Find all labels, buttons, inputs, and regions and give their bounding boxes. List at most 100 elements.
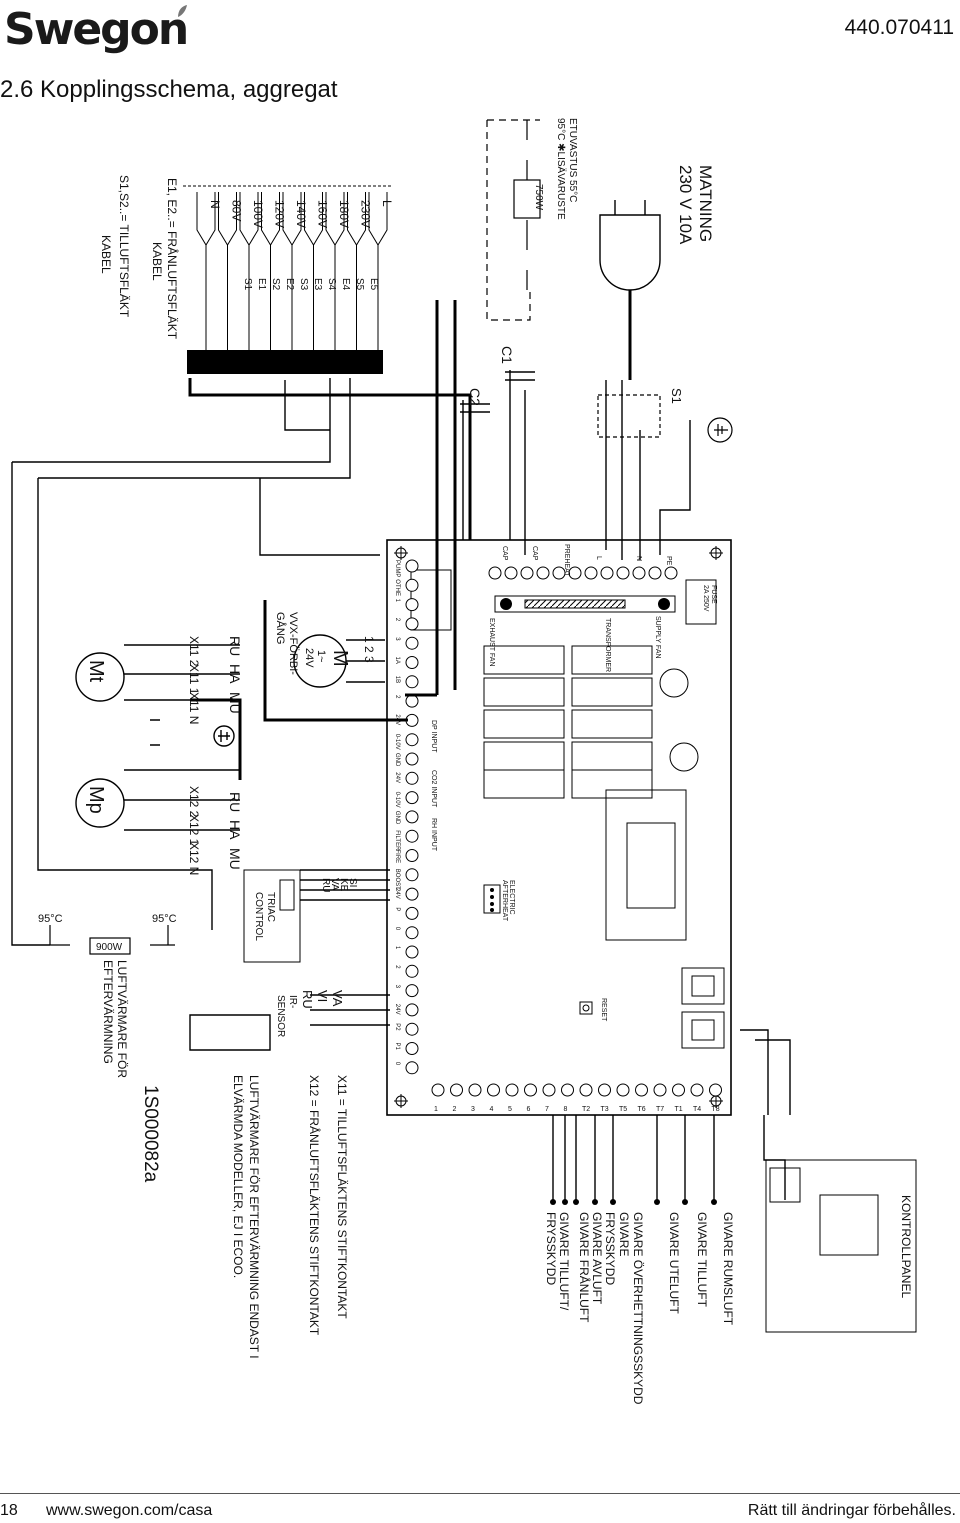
tap-code: S4 [326, 278, 337, 291]
afterheater-label1: LUFTVÄRMARE FÖR [115, 960, 129, 1078]
terminal-label: 8 [564, 1106, 568, 1113]
x12-wire: RU [227, 792, 243, 812]
terminal-screw [635, 1083, 648, 1097]
sensor-label: GIVARE RUMSLUFT [721, 1212, 735, 1326]
terminal-label: 6 [527, 1106, 531, 1113]
heater-power: 750W [533, 184, 544, 211]
fuse-box [685, 579, 717, 625]
wiring-diagram: PE N L PREHEAT CAP CAP SUPPLY FAN TRANSF… [11, 118, 917, 1405]
sensor-label: GIVARE TILLUFT [695, 1212, 709, 1308]
term-cap2: CAP [501, 546, 508, 561]
terminal-label: T8 [712, 1106, 720, 1113]
terminal-screw [405, 945, 419, 959]
hx-motor-symbol: M [329, 650, 351, 667]
terminal-screw [405, 559, 419, 573]
exhaust-legend: E1, E2..= FRÅNLUFTSFLÄKT [165, 178, 180, 340]
motor-mt: Mt [85, 660, 107, 683]
terminal-screw [542, 1083, 556, 1097]
fuse-rating: 2A 250V [702, 585, 709, 612]
terminal-screw [672, 1083, 685, 1097]
terminal-screw [450, 1083, 463, 1097]
terminal-screw [405, 1022, 419, 1036]
terminal-label: 1B [394, 676, 400, 683]
terminal-screw [405, 578, 419, 592]
terminal-label: 2 [394, 965, 400, 969]
triac-wire: RU [320, 878, 331, 892]
heater-line2: 95°C ✱LISÄVARUSTE [555, 118, 567, 220]
x11-wire: RU [227, 636, 243, 656]
note-heater2: ELVÄRMDA MODELLER, EJ I ECOO. [231, 1075, 245, 1278]
sensor-label: FRYSSKYDD [603, 1212, 617, 1285]
x11-pin: X11 1 [187, 664, 201, 695]
x11-wire: HA [227, 664, 243, 684]
sensor-label: GIVARE UTELUFT [667, 1212, 681, 1314]
terminal-screw [405, 771, 419, 785]
x12-wire: HA [227, 820, 243, 840]
capacitor-c2: C2 [467, 388, 483, 406]
note-x11: X11 = TILLUFTSFLÄKTENS STIFTKONTAKT [335, 1075, 349, 1319]
tap-label: N [208, 200, 222, 209]
terminal-label: PUMP [394, 560, 400, 577]
x11-pin: X11 2 [187, 636, 201, 667]
hx-motor-sub: 1~ [315, 650, 327, 663]
triac-wire: VA [329, 878, 340, 891]
page-number: 18 [0, 1502, 18, 1519]
page-title: 2.6 Kopplingsschema, aggregat [0, 76, 338, 103]
dp-input: DP INPUT [430, 720, 437, 753]
tap-label: 140V [294, 200, 308, 228]
tap-code: S5 [354, 278, 365, 291]
swegon-logo: Swegon [4, 4, 189, 55]
afterheater [49, 925, 175, 955]
left-terminal-strip [405, 559, 419, 1075]
tap-code: E4 [340, 278, 351, 291]
ir-line2: SENSOR [275, 995, 286, 1037]
wiring-thin [11, 370, 791, 1200]
fan-taps: L230V180V160V140V120V100V80VNE5S5E4S4E3S… [196, 192, 394, 350]
exhaust-cable: KABEL [150, 242, 164, 281]
terminal-label: T2 [582, 1106, 590, 1113]
terminal-label: 4 [490, 1106, 494, 1113]
terminal-screw [431, 1083, 445, 1097]
terminal-label: 3 [394, 985, 400, 989]
terminal-label: FILTER [394, 830, 400, 851]
co2-input: CO2 INPUT [430, 770, 437, 808]
terminal-screw [405, 1042, 419, 1055]
capacitors [460, 371, 535, 413]
power-terminals [488, 566, 678, 580]
thermostat-1: 95°C [38, 913, 63, 925]
note-heater1: LUFTVÄRMARE FÖR EFTERVÄRMNING ENDAST I [247, 1075, 261, 1359]
terminal-screw [579, 1083, 593, 1097]
switch-s1 [597, 394, 733, 443]
x12-pin: X12 N [187, 842, 201, 875]
terminal-label: FIRE [394, 850, 400, 864]
capacitor-c1: C1 [499, 346, 515, 364]
terminal-label: GND [394, 753, 400, 767]
terminal-screw [405, 791, 419, 805]
x12-pin: X12 2 [187, 786, 201, 818]
terminal-label: 2 [394, 618, 400, 622]
terminal-label: 0 [394, 1062, 400, 1066]
terminal-label: T7 [656, 1106, 664, 1113]
tap-code: S2 [270, 278, 281, 291]
terminal-screw [405, 636, 419, 650]
afterheater-power: 900W [96, 942, 123, 953]
terminal-label: 2 [394, 695, 400, 699]
hx-motor-voltage: 24V [303, 648, 315, 668]
footer-notice: Rätt till ändringar förbehålles. [747, 1502, 956, 1519]
afterheater-label2: EFTERVÄRMNING [101, 960, 115, 1064]
x11-pin: X11 N [187, 692, 201, 724]
terminal-label: 5 [508, 1106, 512, 1113]
terminal-screw [405, 694, 419, 708]
supply-legend: S1,S2..= TILLUFTSFLÄKT [117, 175, 131, 318]
terminal-label: 1 [394, 946, 400, 950]
rh-input: RH INPUT [430, 818, 437, 852]
terminal-label: 7 [545, 1106, 549, 1113]
terminal-label: 3 [471, 1106, 475, 1113]
terminal-label: 0-10V [394, 734, 400, 750]
ir-wire: RU [300, 990, 315, 1009]
label-exhaust-fan: EXHAUST FAN [488, 618, 495, 667]
terminal-screw [405, 984, 419, 998]
sensor-ends [550, 1199, 717, 1205]
